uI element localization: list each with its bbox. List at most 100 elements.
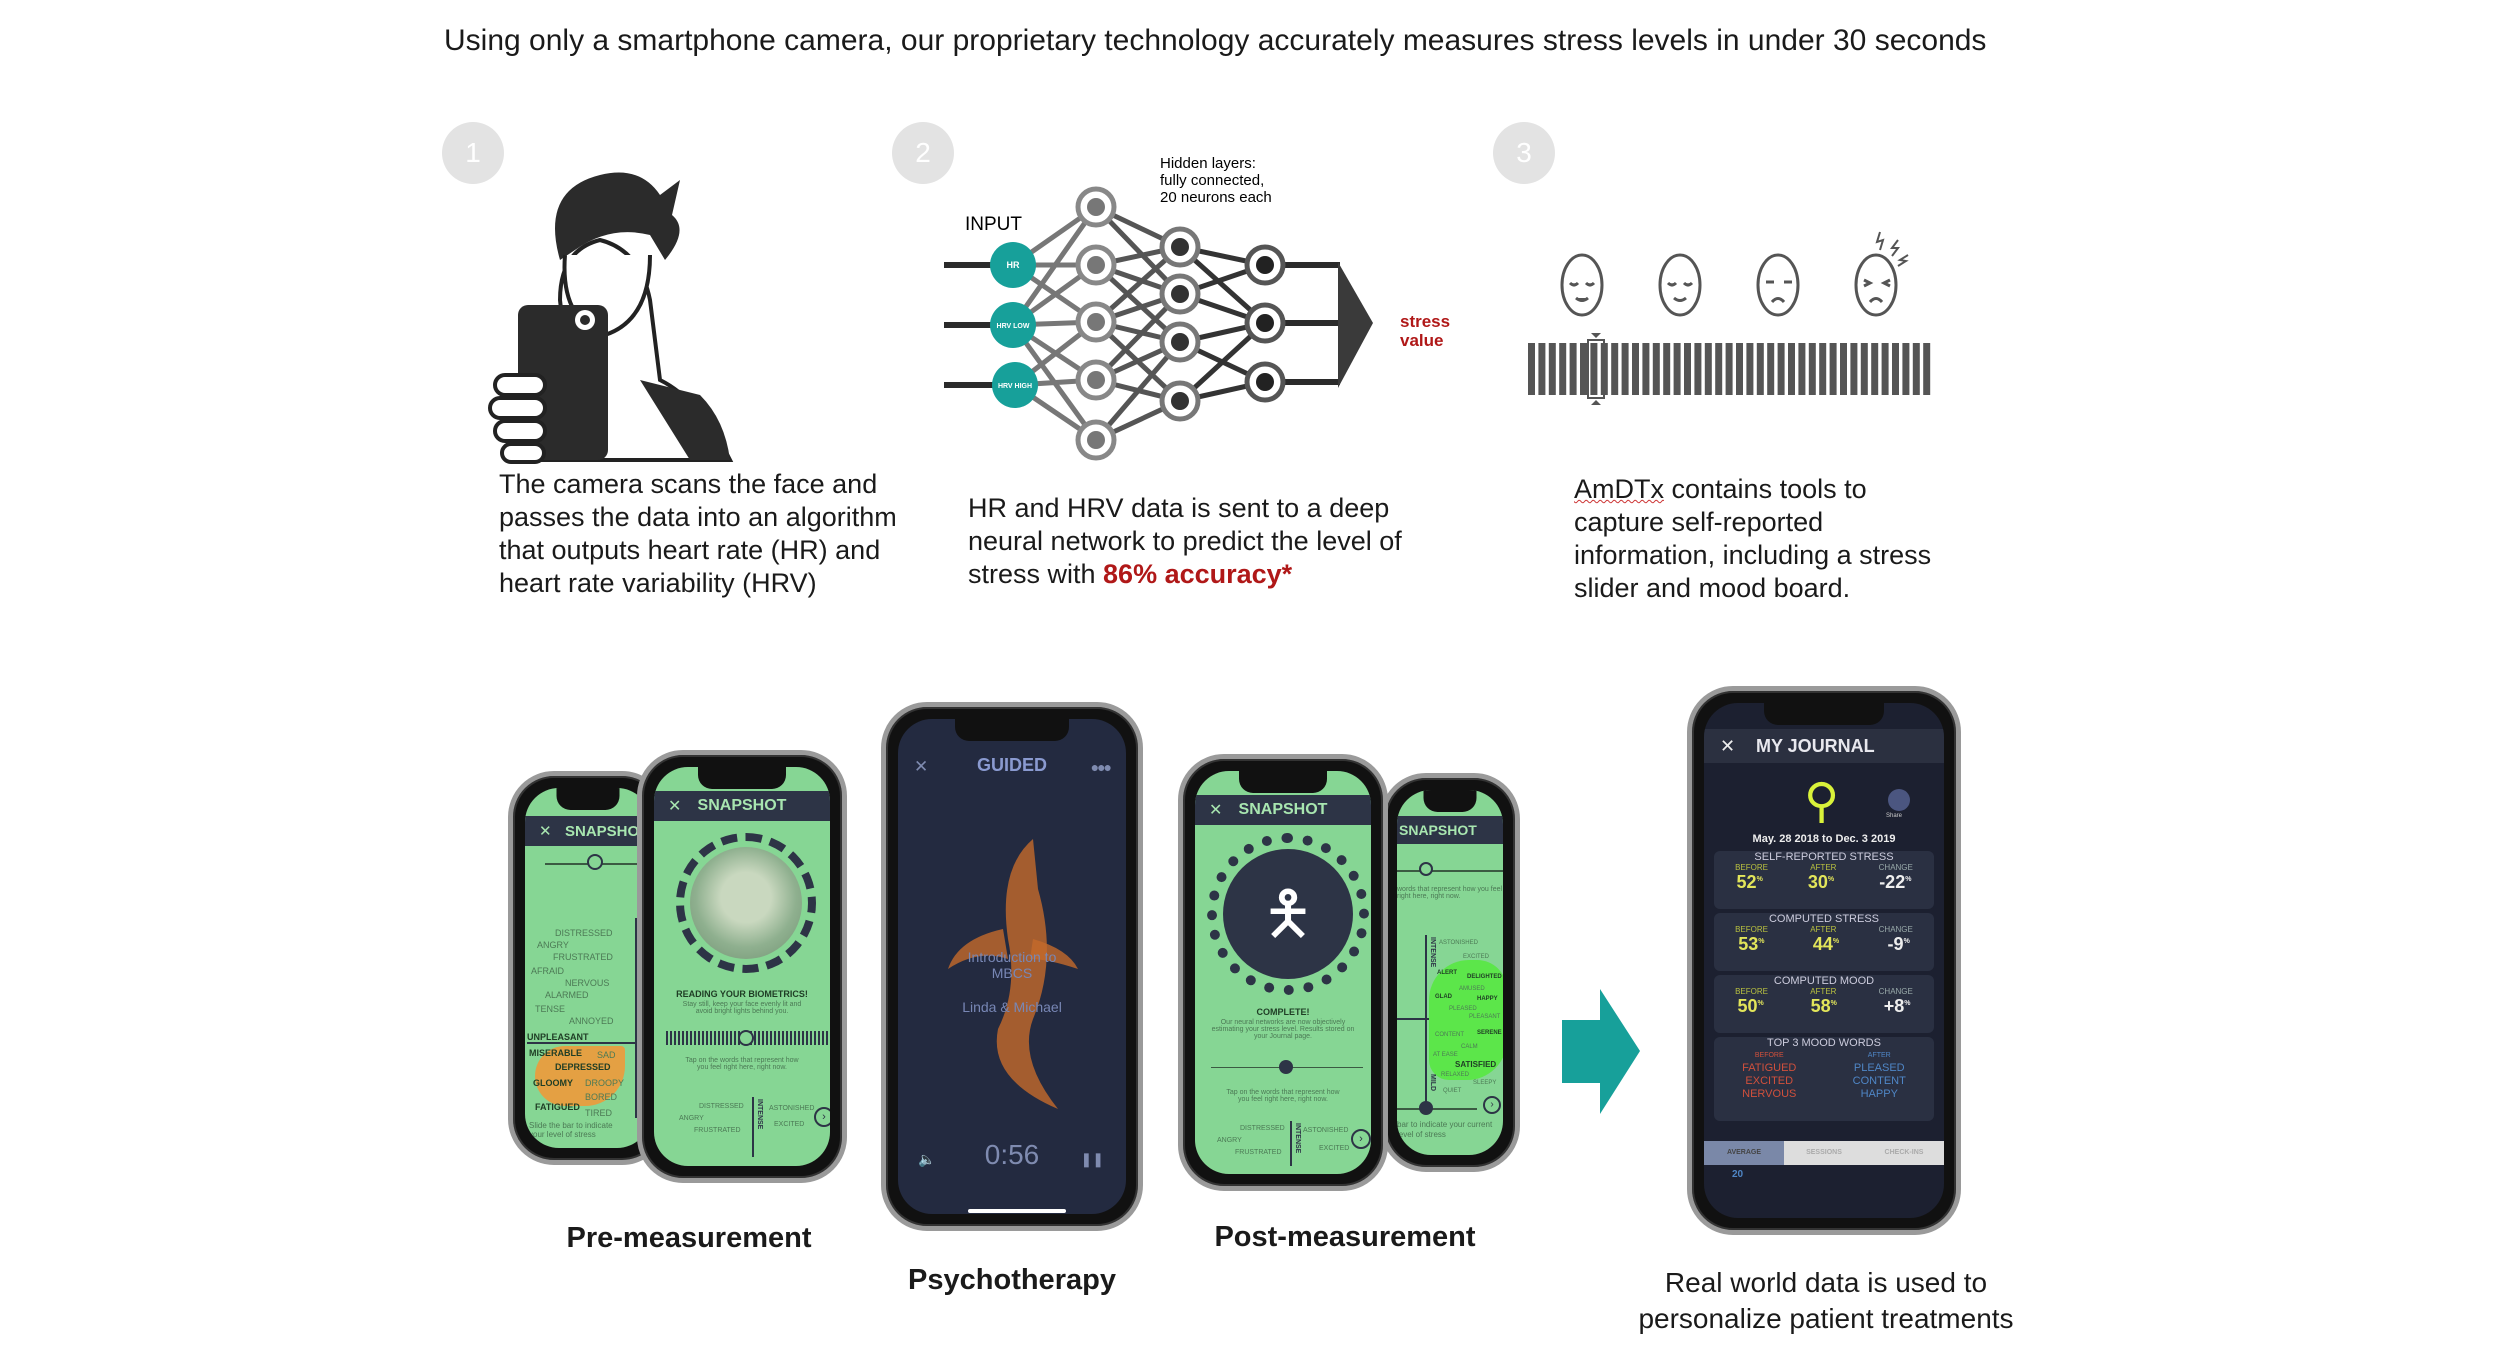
slider-tick — [1590, 343, 1598, 395]
close-icon[interactable]: ✕ — [668, 798, 682, 815]
mood-word[interactable]: DISTRESSED — [1240, 1125, 1285, 1132]
mood-word[interactable]: EXCITED — [1319, 1145, 1350, 1152]
sad-face-icon — [1756, 253, 1800, 317]
mood-word[interactable]: SAD — [597, 1050, 616, 1060]
mood-word[interactable]: EXCITED — [774, 1121, 805, 1128]
after-value: 30 — [1807, 872, 1828, 892]
body-figure-icon: 🯅 — [1223, 849, 1353, 979]
mood-word[interactable]: NERVOUS — [565, 978, 610, 988]
card-title: COMPUTED MOOD — [1773, 975, 1875, 987]
mood-word[interactable]: ASTONISHED — [769, 1105, 815, 1112]
slider-tick — [1621, 343, 1629, 395]
mood-word[interactable]: ANGRY — [679, 1115, 704, 1122]
slider-tick — [1819, 343, 1827, 395]
slider-tick — [1746, 343, 1754, 395]
mood-word[interactable]: FRUSTRATED — [1235, 1149, 1282, 1156]
slider-tick — [1611, 343, 1619, 395]
after-value: 58 — [1810, 996, 1831, 1016]
close-icon[interactable]: ✕ — [914, 757, 929, 776]
mood-word[interactable]: CALM — [1461, 1044, 1478, 1050]
mood-word[interactable]: RELAXED — [1441, 1072, 1470, 1078]
before-value: 53 — [1738, 934, 1759, 954]
tab-check-ins[interactable]: CHECK-INS — [1864, 1141, 1944, 1165]
calm-face-icon — [1560, 253, 1604, 317]
mood-word[interactable]: ASTONISHED — [1439, 940, 1478, 946]
before-value: 52 — [1736, 872, 1757, 892]
close-icon[interactable]: ✕ — [539, 823, 552, 840]
mood-word[interactable]: EXCITED — [1463, 954, 1490, 960]
slider-handle[interactable] — [738, 1030, 754, 1046]
mood-word[interactable]: ALARMED — [545, 990, 589, 1000]
next-button[interactable]: › — [1483, 1096, 1501, 1114]
mood-word[interactable]: FRUSTRATED — [553, 952, 613, 962]
slider-tick — [1528, 343, 1535, 395]
slider-thumb[interactable] — [1587, 339, 1605, 399]
slider-tick — [1892, 343, 1899, 395]
mood-word[interactable]: AFRAID — [531, 966, 565, 976]
slider-tick — [1840, 343, 1847, 395]
mood-word[interactable]: TENSE — [535, 1004, 566, 1014]
mood-word[interactable]: SERENE — [1477, 1030, 1502, 1036]
mood-word[interactable]: HAPPY — [1477, 996, 1498, 1002]
axis-label: INTENSE — [1294, 1123, 1301, 1154]
close-icon[interactable]: ✕ — [1720, 735, 1736, 756]
share-icon[interactable] — [1888, 789, 1910, 811]
amdtx-link[interactable]: AmDTx — [1574, 474, 1664, 504]
input-neuron — [990, 242, 1036, 288]
mood-word[interactable]: AT EASE — [1433, 1052, 1458, 1058]
mood-word[interactable]: ANGRY — [1217, 1137, 1242, 1144]
step-3-caption: AmDTx contains tools to capture self-rep… — [1574, 473, 1964, 605]
slider-tick — [1902, 343, 1910, 395]
tab-sessions[interactable]: SESSIONS — [1784, 1141, 1864, 1165]
mood-word[interactable]: AMUSED — [1459, 986, 1485, 992]
screen-title: SNAPSHOT — [697, 797, 787, 814]
mood-word[interactable]: TIRED — [585, 1108, 612, 1118]
mood-word[interactable]: FRUSTRATED — [694, 1127, 741, 1134]
mood-word[interactable]: GLOOMY — [533, 1078, 573, 1088]
mood-word[interactable]: PLEASED — [1449, 1006, 1477, 1012]
mood-word[interactable]: ASTONISHED — [1303, 1127, 1349, 1134]
mood-word[interactable]: GLAD — [1435, 994, 1452, 1000]
label-real-world: Real world data is used to personalize p… — [1638, 1267, 2014, 1334]
mood-word[interactable]: DISTRESSED — [699, 1103, 744, 1110]
mood-word[interactable]: DEPRESSED — [555, 1062, 611, 1072]
mood-word[interactable]: MISERABLE — [529, 1048, 583, 1058]
mood-word[interactable]: CONTENT — [1435, 1032, 1464, 1038]
mood-word[interactable]: FATIGUED — [535, 1102, 580, 1112]
content-face-icon — [1658, 253, 1702, 317]
next-button[interactable]: › — [814, 1107, 830, 1127]
mood-word[interactable]: ALERT — [1437, 970, 1457, 976]
mood-word[interactable]: SATISFIED — [1455, 1060, 1497, 1069]
post-phone-front: ✕SNAPSHOT 🯅 COMPLETE! Our neural network… — [1178, 754, 1388, 1191]
mood-word[interactable]: QUIET — [1443, 1088, 1462, 1094]
share-label[interactable]: Share — [1886, 813, 1903, 819]
mood-word[interactable]: SLEEPY — [1473, 1080, 1497, 1086]
status-body: Our neural networks are now objectively … — [1211, 1019, 1355, 1040]
mood-word[interactable]: DISTRESSED — [555, 928, 613, 938]
hidden-label-3: 20 neurons each — [1160, 189, 1272, 206]
tab-average[interactable]: AVERAGE — [1704, 1141, 1784, 1165]
slider-tick — [1715, 343, 1723, 395]
accuracy-highlight: 86% accuracy* — [1103, 559, 1293, 589]
mood-word[interactable]: BORED — [585, 1092, 618, 1102]
next-button[interactable]: › — [1351, 1129, 1371, 1149]
mood-word[interactable]: DELIGHTED — [1467, 974, 1502, 980]
label-post-measurement: Post-measurement — [1214, 1221, 1476, 1253]
journal-tabs: AVERAGE SESSIONS CHECK-INS — [1704, 1141, 1944, 1165]
axis-label: UNPLEASANT — [527, 1032, 651, 1044]
slider-tick — [1704, 343, 1712, 395]
close-icon[interactable]: ✕ — [1209, 802, 1223, 819]
card-title: SELF-REPORTED STRESS — [1754, 851, 1894, 863]
volume-icon[interactable]: 🔈 — [918, 1151, 936, 1167]
session-count: 20 — [1732, 1169, 1744, 1180]
arrow-right-icon — [1562, 989, 1640, 1114]
more-icon[interactable]: ●●● — [1090, 759, 1112, 775]
mood-word[interactable]: PLEASANT — [1469, 1014, 1501, 1020]
mood-word[interactable]: ANNOYED — [569, 1016, 614, 1026]
pause-icon[interactable]: ❚❚ — [1080, 1151, 1104, 1167]
mood-word[interactable]: DROOPY — [585, 1078, 625, 1088]
mood-word[interactable]: ANGRY — [537, 940, 569, 950]
